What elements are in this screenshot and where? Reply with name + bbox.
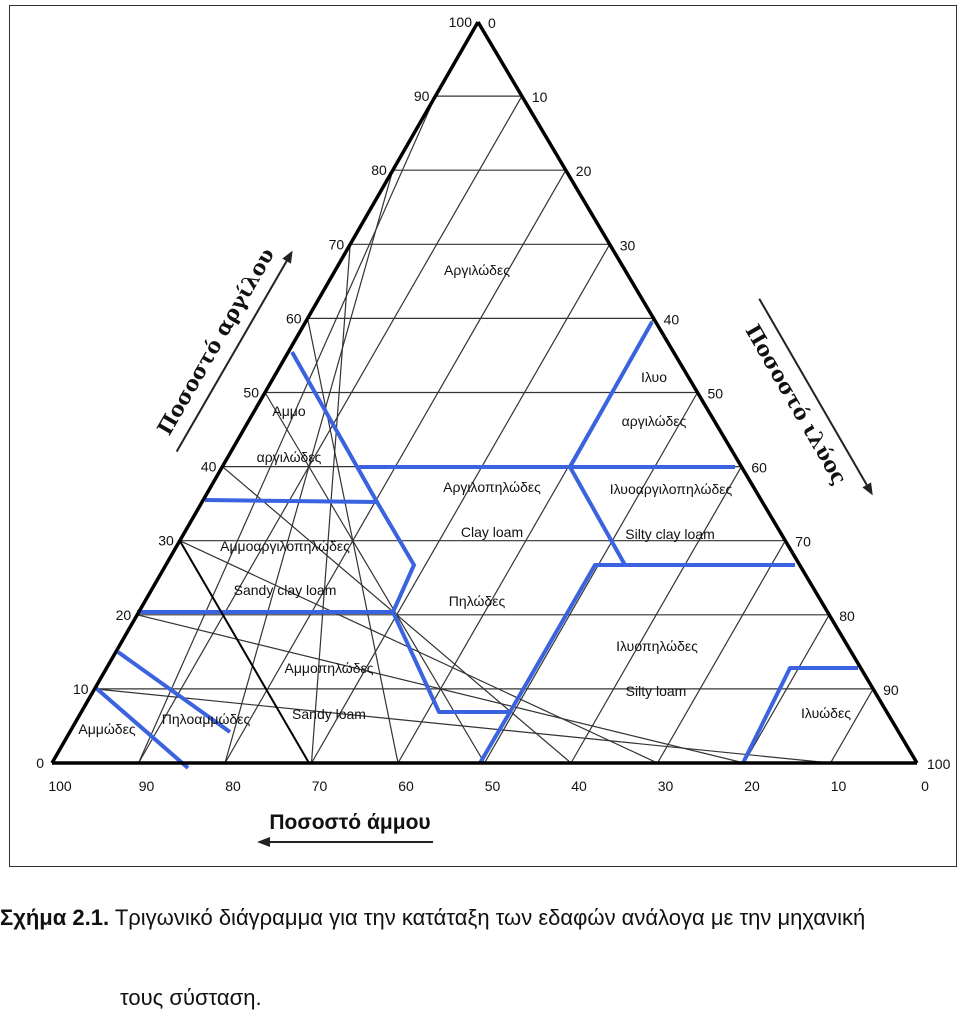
tick-silt: 60 xyxy=(751,460,767,476)
class-boundary xyxy=(116,650,232,734)
region-silt-loam-en: Silty loam xyxy=(626,683,687,699)
tick-sand: 10 xyxy=(831,778,847,794)
tick-clay: 90 xyxy=(414,88,430,104)
region-silty-clay-2: αργιλώδες xyxy=(622,413,687,429)
caption-text-line1: Τριγωνικό διάγραμμα για την κατάταξη των… xyxy=(114,905,866,930)
region-sandy-loam-gr: Αμμοπηλώδες xyxy=(284,660,373,676)
tick-clay: 100 xyxy=(449,14,473,30)
region-clay-loam-en: Clay loam xyxy=(461,524,523,540)
region-sand: Αμμώδες xyxy=(78,721,135,737)
tick-sand: 60 xyxy=(398,778,414,794)
region-silt: Ιλυώδες xyxy=(801,705,851,721)
tick-sand: 30 xyxy=(658,778,674,794)
grid-line-sand xyxy=(264,392,486,764)
tick-silt: 70 xyxy=(795,534,811,550)
grid-line-sand xyxy=(94,688,831,764)
silt-axis-title: Ποσοστό ιλύος xyxy=(741,298,873,496)
grid-lines xyxy=(94,95,874,764)
tick-clay: 50 xyxy=(243,385,259,401)
tick-clay: 10 xyxy=(73,681,89,697)
tick-sand: 20 xyxy=(744,778,760,794)
region-sandy-clay-loam-en: Sandy clay loam xyxy=(234,582,337,598)
svg-text:Ποσοστό αργίλου: Ποσοστό αργίλου xyxy=(152,243,280,439)
region-sandy-clay-2: αργιλώδες xyxy=(257,449,322,465)
tick-clay: 40 xyxy=(201,459,217,475)
tick-silt: 0 xyxy=(488,15,496,31)
tick-corner: 0 xyxy=(36,755,44,771)
tick-silt: 10 xyxy=(532,89,548,105)
diagram-frame xyxy=(9,5,957,867)
region-loamy-sand: Πηλοαμμώδες xyxy=(162,711,251,727)
tick-sand: 90 xyxy=(139,778,155,794)
class-boundary xyxy=(478,710,512,765)
grid-line-silt xyxy=(829,688,874,764)
grid-line-silt xyxy=(656,540,786,764)
tick-sand: 50 xyxy=(485,778,501,794)
grid-line-silt xyxy=(570,466,742,764)
tick-clay: 20 xyxy=(116,607,132,623)
tick-sand: 0 xyxy=(921,778,929,794)
silt-axis-arrowhead xyxy=(862,482,873,496)
tick-clay: 80 xyxy=(371,162,387,178)
tick-silt: 90 xyxy=(883,682,899,698)
silt-axis-arrow-line xyxy=(758,298,868,486)
clay-axis-title: Ποσοστό αργίλου xyxy=(152,243,293,453)
triangle-outline xyxy=(50,21,919,765)
tick-silt: 80 xyxy=(839,608,855,624)
tick-clay: 60 xyxy=(286,310,302,326)
tick-sand: 70 xyxy=(312,778,328,794)
region-loam: Πηλώδες xyxy=(449,593,506,609)
sand-boundary-line xyxy=(178,540,310,764)
region-sandy-clay-loam-gr: Αμμοαργιλοπηλώδες xyxy=(220,538,350,554)
grid-line-sand xyxy=(179,540,658,764)
caption-text-line2: τους σύσταση. xyxy=(120,985,262,1010)
sand-axis-arrowhead xyxy=(257,837,270,847)
tick-silt: 40 xyxy=(664,311,680,327)
sand-axis-title: Ποσοστό άμμου xyxy=(257,811,433,847)
class-boundary xyxy=(741,666,858,764)
class-boundary xyxy=(568,321,654,566)
region-sandy-loam-en: Sandy loam xyxy=(292,706,366,722)
class-boundary xyxy=(290,351,795,714)
class-boundary xyxy=(204,498,378,504)
class-boundary xyxy=(94,686,190,770)
tick-clay: 70 xyxy=(329,236,345,252)
tick-clay: 30 xyxy=(158,533,174,549)
svg-text:Ποσοστό άμμου: Ποσοστό άμμου xyxy=(269,811,430,834)
grid-line-silt xyxy=(310,244,611,764)
region-silty-clay-loam-en: Silty clay loam xyxy=(625,526,714,542)
triangle-right-edge xyxy=(476,21,919,764)
tick-silt: 30 xyxy=(620,237,636,253)
clay-axis-arrow-line xyxy=(175,260,288,453)
region-clay-loam-gr: Αργιλοπηλώδες xyxy=(443,479,541,495)
clay-axis-arrowhead xyxy=(282,250,293,264)
triangle-left-edge xyxy=(50,21,480,764)
grid-line-sand xyxy=(222,466,572,764)
grid-line-silt xyxy=(743,614,830,764)
region-clay: Αργιλώδες xyxy=(444,262,510,278)
texture-class-boundaries xyxy=(94,321,858,770)
tick-silt: 50 xyxy=(708,386,724,402)
region-labels: Αργιλώδες Ιλυο αργιλώδες Αμμο αργιλώδες … xyxy=(78,262,851,737)
tick-silt: 20 xyxy=(576,163,592,179)
tick-silt: 100 xyxy=(927,756,951,772)
region-silty-clay-loam-gr: Ιλυοαργιλοπηλώδες xyxy=(610,481,733,497)
caption-number: Σχήμα 2.1. xyxy=(0,905,110,930)
region-silt-loam-gr: Ιλυοπηλώδες xyxy=(616,638,698,654)
region-sandy-clay-1: Αμμο xyxy=(272,403,305,419)
region-silty-clay-1: Ιλυο xyxy=(641,369,667,385)
tick-sand: 40 xyxy=(571,778,587,794)
tick-sand: 100 xyxy=(48,778,72,794)
tick-sand: 80 xyxy=(225,778,241,794)
grid-line-silt xyxy=(483,392,699,764)
